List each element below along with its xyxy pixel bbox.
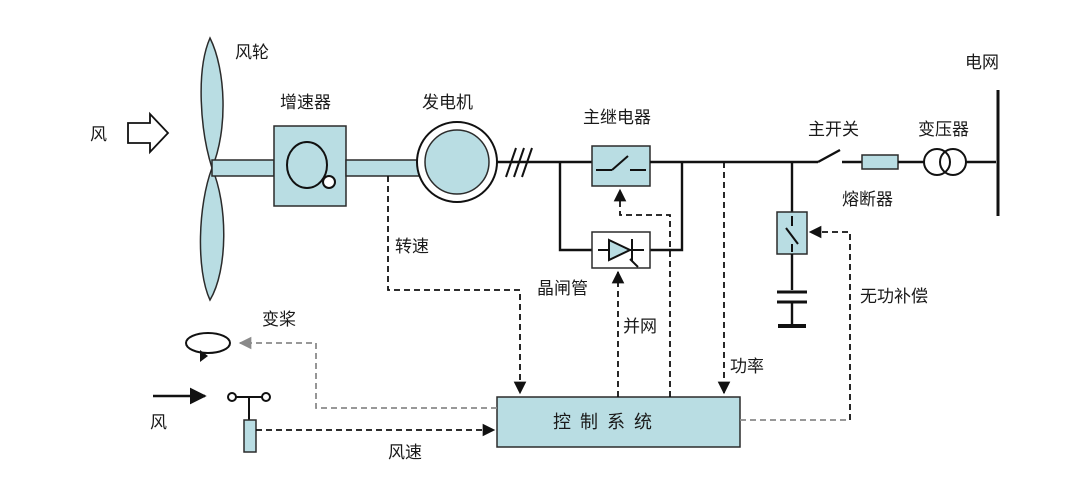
anemometer-icon: [227, 392, 271, 453]
grid-label: 电网: [965, 53, 999, 73]
main-relay-label: 主继电器: [583, 108, 651, 128]
wind-speed-label: 风速: [388, 443, 422, 463]
wind-lower-label: 风: [150, 413, 167, 433]
power-label: 功率: [730, 357, 764, 377]
pitch-label: 变桨: [262, 310, 296, 330]
pitch-icon: [185, 332, 231, 354]
capacitor-icon: [777, 290, 807, 304]
gearbox-label: 增速器: [280, 93, 331, 113]
thyristor-label: 晶闸管: [537, 279, 588, 299]
main-switch: [817, 148, 841, 164]
pitch-arrowhead-icon: [200, 350, 208, 362]
thyristor-icon: [598, 238, 644, 268]
comp-control-arrow: [808, 225, 851, 420]
compensation-switch-icon: [785, 216, 799, 252]
wind-in-label: 风: [90, 125, 107, 145]
pitch-control-arrow: [238, 336, 497, 409]
three-phase-mark-icon: [505, 147, 533, 178]
wind-arrow-icon: [127, 111, 170, 155]
bypass-right-line: [650, 162, 684, 252]
generator-label: 发电机: [422, 93, 473, 113]
reactive-comp-label: 无功补偿: [860, 287, 928, 307]
grid-connect-label: 并网: [623, 317, 657, 337]
fuse: [861, 154, 899, 170]
gearbox-gear-icon: [286, 141, 328, 189]
rotor-blades: [199, 36, 225, 302]
control-system-label: 控制系统: [553, 412, 661, 433]
rotation-speed-label: 转速: [395, 237, 429, 257]
high-speed-shaft: [345, 159, 421, 177]
control-system: [496, 396, 741, 448]
main-relay: [591, 145, 651, 187]
transformer-coil-1: [923, 148, 951, 176]
transformer-label: 变压器: [918, 120, 969, 140]
fuse-label: 熔断器: [842, 190, 893, 210]
relay-control-arrow: [613, 188, 671, 397]
main-shaft: [211, 159, 275, 177]
gearbox-small-gear-icon: [322, 175, 336, 189]
main-switch-label: 主开关: [808, 120, 859, 140]
bypass-left-line: [558, 162, 592, 252]
gearbox: [273, 125, 347, 207]
relay-switch-icon: [596, 155, 646, 171]
speed-signal-arrow: [387, 176, 527, 395]
rotor-label: 风轮: [235, 43, 269, 63]
generator-inner: [424, 129, 490, 195]
